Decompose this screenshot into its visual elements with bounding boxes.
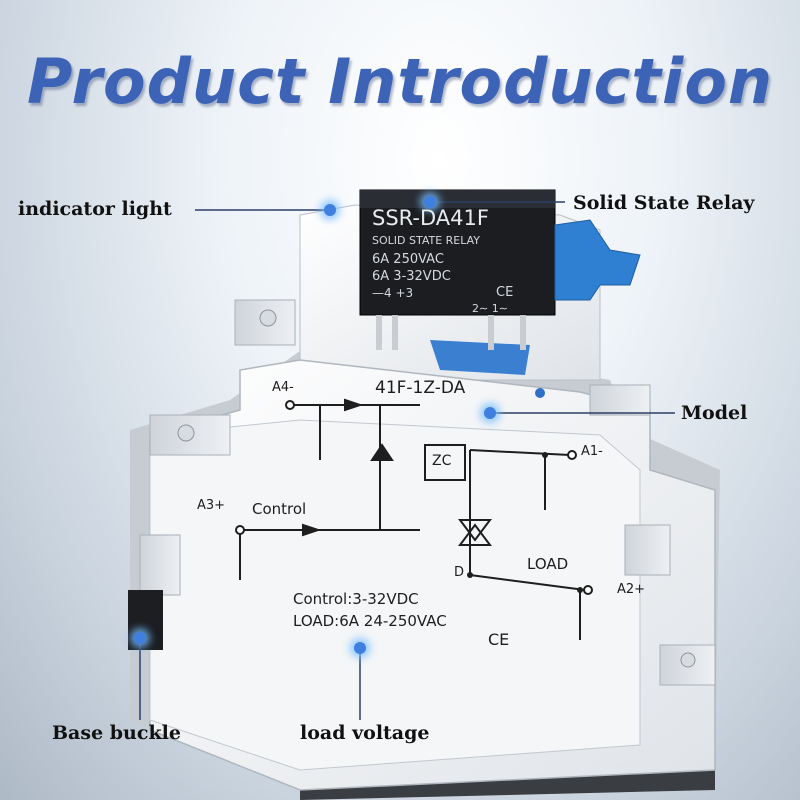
terminal-a3: A3+ xyxy=(197,498,226,513)
load-voltage-dot xyxy=(354,642,366,654)
callout-model: Model xyxy=(681,402,748,424)
page-title: Product Introduction xyxy=(26,45,774,118)
relay-type-text: SOLID STATE RELAY xyxy=(372,234,481,247)
relay-model-text: SSR-DA41F xyxy=(372,206,489,230)
buckle-dot xyxy=(134,632,146,644)
callout-solid-state-relay: Solid State Relay xyxy=(573,192,755,214)
model-dot xyxy=(484,407,496,419)
control-spec-text: Control:3-32VDC xyxy=(293,590,419,608)
zc-label: ZC xyxy=(432,453,452,469)
base-ce-mark: CE xyxy=(488,630,510,649)
relay-pin-labels-right: 2∼ 1∼ xyxy=(472,302,508,315)
terminal-a2: A2+ xyxy=(617,582,646,597)
relay-pin-labels-left: —4 +3 xyxy=(372,286,414,300)
callout-base-buckle: Base buckle xyxy=(52,722,181,744)
load-label: LOAD xyxy=(527,555,569,573)
relay-ce-mark: CE xyxy=(496,285,514,300)
relay-control-rating: 6A 3-32VDC xyxy=(372,269,451,284)
load-spec-text: LOAD:6A 24-250VAC xyxy=(293,612,447,630)
control-label: Control xyxy=(252,500,307,518)
terminal-a1: A1- xyxy=(581,444,603,459)
callout-indicator-light: indicator light xyxy=(18,198,172,220)
ssr-dot xyxy=(424,196,436,208)
base-model-text: 41F-1Z-DA xyxy=(375,378,466,398)
relay-load-rating: 6A 250VAC xyxy=(372,252,444,267)
terminal-a4: A4- xyxy=(272,380,294,395)
d-label: D xyxy=(454,565,465,580)
indicator-light-dot xyxy=(324,204,336,216)
callout-load-voltage: load voltage xyxy=(300,722,430,744)
